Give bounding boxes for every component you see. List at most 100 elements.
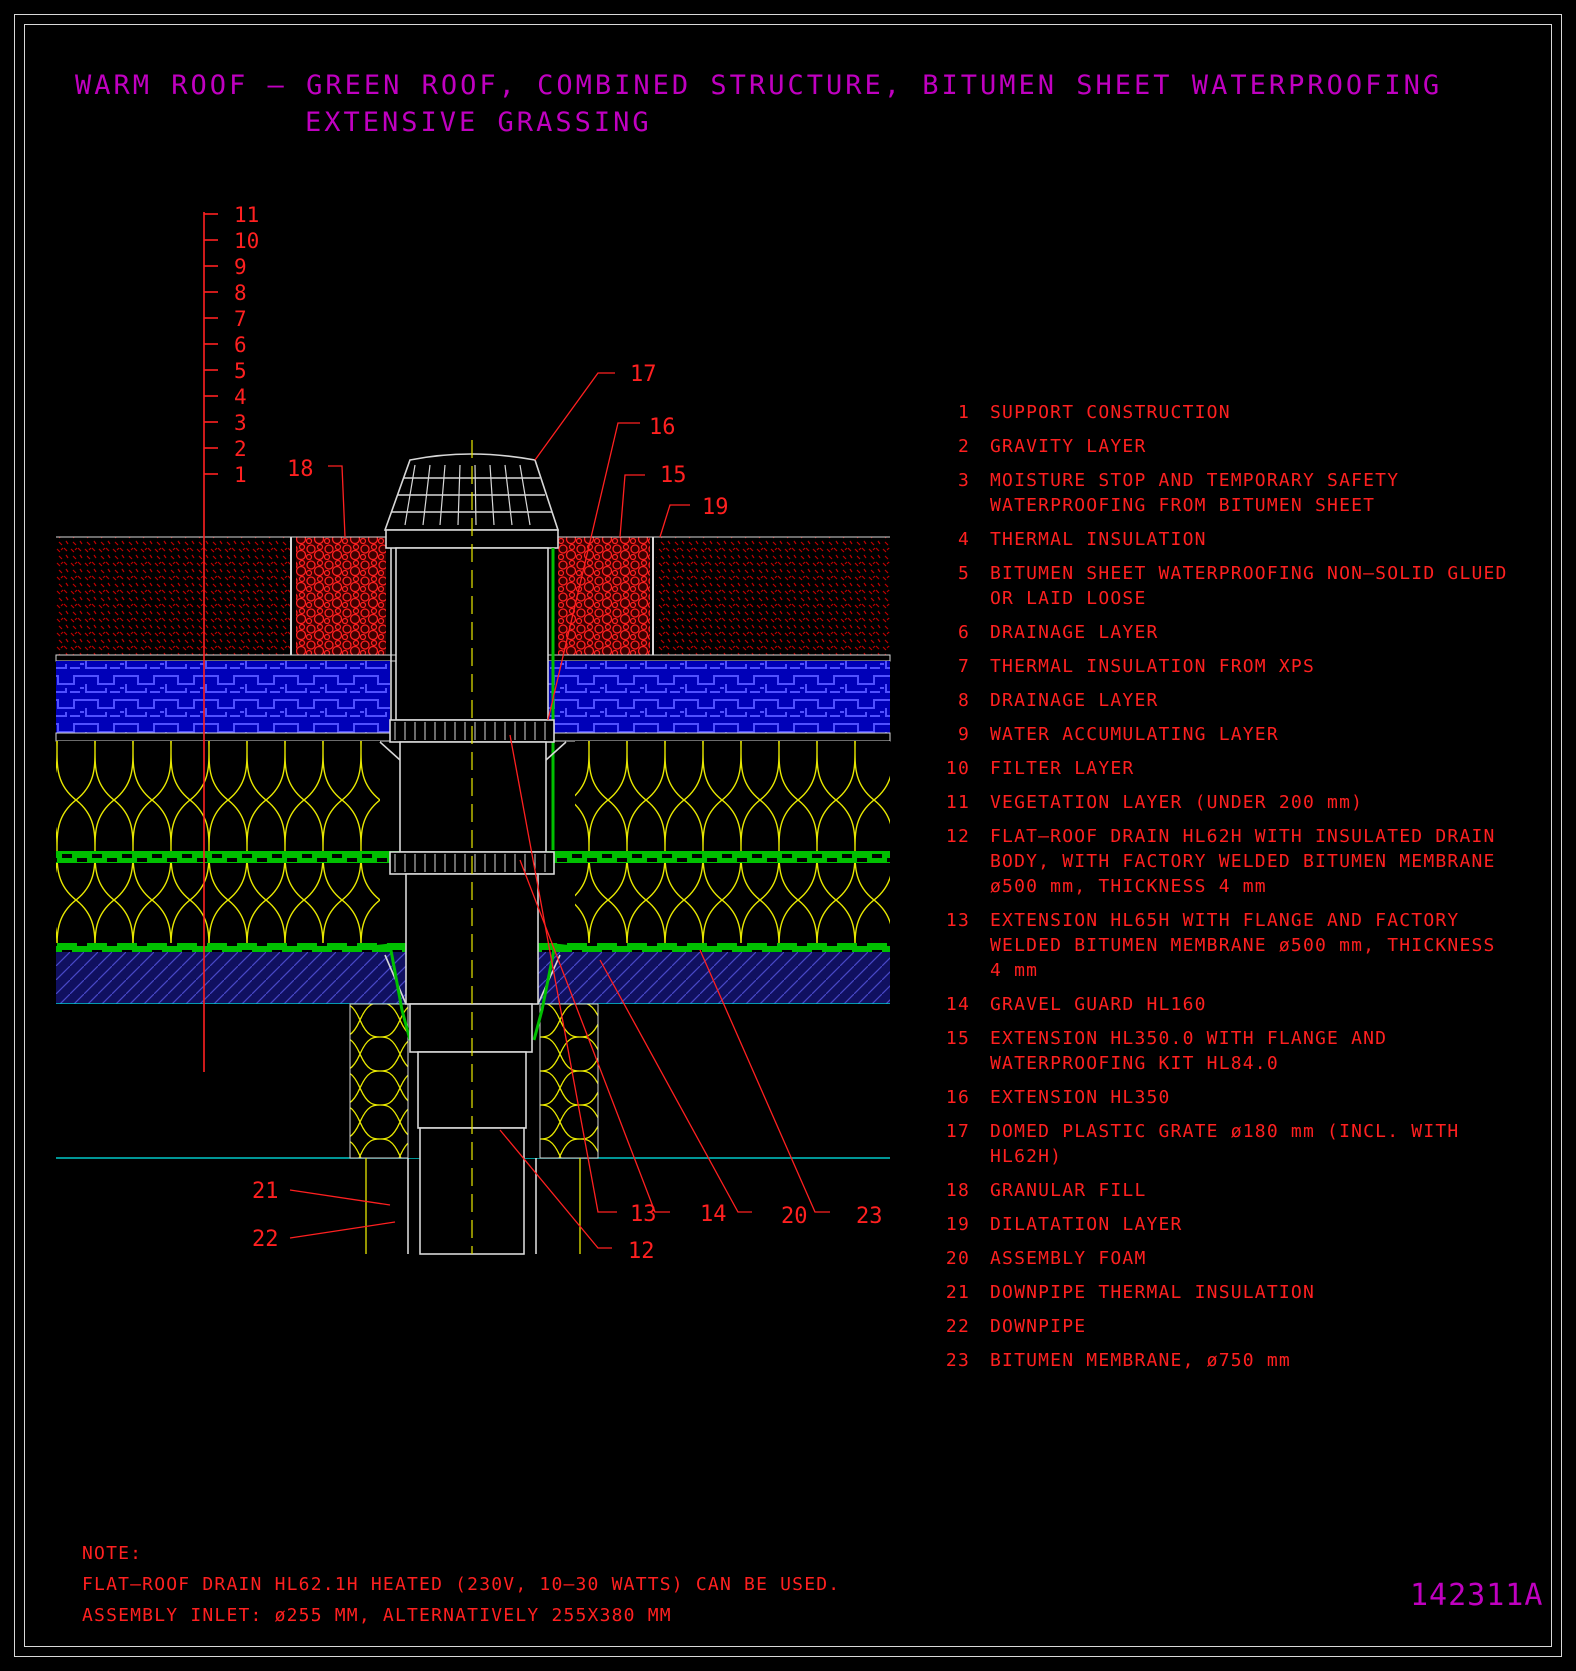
legend-item: 17 DOMED PLASTIC GRATE ø180 mm (INCL. WIT…: [920, 1119, 1510, 1169]
notes-label: NOTE:: [82, 1543, 143, 1564]
layer-scale-label: 5: [234, 359, 247, 383]
legend-item-text: DOMED PLASTIC GRATE ø180 mm (INCL. WITH …: [990, 1121, 1460, 1167]
legend-item: 10 FILTER LAYER: [920, 756, 1510, 781]
layer-scale-label: 1: [234, 463, 247, 487]
legend-item-number: 9: [957, 724, 970, 745]
legend-item-text: FILTER LAYER: [990, 758, 1135, 779]
legend-item-number: 15: [945, 1028, 970, 1049]
notes: NOTE: FLAT–ROOF DRAIN HL62.1H HEATED (23…: [82, 1538, 840, 1631]
legend-item-text: DILATATION LAYER: [990, 1214, 1183, 1235]
drawing-frame-outer: [14, 14, 1562, 1657]
legend-item-text: DRAINAGE LAYER: [990, 690, 1159, 711]
legend-item-number: 23: [945, 1350, 970, 1371]
legend-item-number: 14: [945, 994, 970, 1015]
legend-item-text: EXTENSION HL350.0 WITH FLANGE AND WATERP…: [990, 1028, 1388, 1074]
legend-item-number: 22: [945, 1316, 970, 1337]
callout-16: 16: [649, 415, 676, 440]
legend-item: 12 FLAT–ROOF DRAIN HL62H WITH INSULATED D…: [920, 824, 1510, 899]
legend-item-number: 20: [945, 1248, 970, 1269]
layer-scale-label: 10: [234, 229, 259, 253]
thermal-insulation-upper-right: [575, 741, 890, 851]
legend-item-number: 2: [957, 436, 970, 457]
legend-item-text: THERMAL INSULATION FROM XPS: [990, 656, 1315, 677]
legend-item: 23 BITUMEN MEMBRANE, ø750 mm: [920, 1348, 1510, 1373]
callout-15: 15: [660, 463, 687, 488]
legend-item-text: SUPPORT CONSTRUCTION: [990, 402, 1231, 423]
callout-22: 22: [252, 1227, 279, 1252]
callout-17: 17: [630, 362, 657, 387]
legend-item-text: DOWNPIPE: [990, 1316, 1087, 1337]
legend-item-number: 10: [945, 758, 970, 779]
legend-item: 22 DOWNPIPE: [920, 1314, 1510, 1339]
legend-item: 15 EXTENSION HL350.0 WITH FLANGE AND WATE…: [920, 1026, 1510, 1076]
layer-scale-label: 3: [234, 411, 247, 435]
drawing-code: 142311A: [1410, 1578, 1544, 1613]
legend-item: 16 EXTENSION HL350: [920, 1085, 1510, 1110]
layer-scale-label: 8: [234, 281, 247, 305]
legend-item: 14 GRAVEL GUARD HL160: [920, 992, 1510, 1017]
legend-item: 5 BITUMEN SHEET WATERPROOFING NON–SOLID G…: [920, 561, 1510, 611]
legend-item-text: EXTENSION HL65H WITH FLANGE AND FACTORY …: [990, 910, 1496, 981]
thermal-insulation-lower-right: [575, 863, 890, 943]
callout-14: 14: [700, 1202, 727, 1227]
drawing-title-line2: EXTENSIVE GRASSING: [305, 107, 652, 138]
legend-item-text: EXTENSION HL350: [990, 1087, 1171, 1108]
legend-item-number: 21: [945, 1282, 970, 1303]
legend-item-text: BITUMEN SHEET WATERPROOFING NON–SOLID GL…: [990, 563, 1508, 609]
legend-item-text: ASSEMBLY FOAM: [990, 1248, 1147, 1269]
legend-item: 20 ASSEMBLY FOAM: [920, 1246, 1510, 1271]
legend-item-text: DRAINAGE LAYER: [990, 622, 1159, 643]
thermal-insulation-lower-left: [56, 863, 380, 943]
legend-item-number: 5: [957, 563, 970, 584]
drawing-frame-inner: [24, 24, 1552, 1647]
legend-item: 2 GRAVITY LAYER: [920, 434, 1510, 459]
layer-scale-label: 4: [234, 385, 247, 409]
legend-item-text: DOWNPIPE THERMAL INSULATION: [990, 1282, 1315, 1303]
legend-item-number: 12: [945, 826, 970, 847]
callout-labels: 17 16 15 19 18 21 22 13 14 20 23 12: [252, 362, 883, 1264]
legend-item-text: VEGETATION LAYER (UNDER 200 mm): [990, 792, 1364, 813]
legend-item-text: GRAVITY LAYER: [990, 436, 1147, 457]
legend-item-number: 4: [957, 529, 970, 550]
notes-line2: ASSEMBLY INLET: ø255 MM, ALTERNATIVELY 2…: [82, 1605, 672, 1626]
legend-item: 1 SUPPORT CONSTRUCTION: [920, 400, 1510, 425]
layer-scale-label: 11: [234, 203, 259, 227]
legend-item-number: 16: [945, 1087, 970, 1108]
legend-item-number: 17: [945, 1121, 970, 1142]
legend-item-number: 11: [945, 792, 970, 813]
callout-23: 23: [856, 1204, 883, 1229]
legend-item-text: BITUMEN MEMBRANE, ø750 mm: [990, 1350, 1291, 1371]
layer-scale-label: 7: [234, 307, 247, 331]
xps-insulation-right: [548, 661, 890, 733]
legend-item: 6 DRAINAGE LAYER: [920, 620, 1510, 645]
callout-18: 18: [287, 457, 314, 482]
legend-item-text: WATER ACCUMULATING LAYER: [990, 724, 1279, 745]
legend-item-text: GRANULAR FILL: [990, 1180, 1147, 1201]
notes-line1: FLAT–ROOF DRAIN HL62.1H HEATED (230V, 10…: [82, 1574, 841, 1595]
legend-item: 11 VEGETATION LAYER (UNDER 200 mm): [920, 790, 1510, 815]
vegetation-layer-right: [656, 537, 890, 655]
legend-item-text: FLAT–ROOF DRAIN HL62H WITH INSULATED DRA…: [990, 826, 1496, 897]
roof-drain-assembly: [344, 440, 601, 1255]
legend-item: 7 THERMAL INSULATION FROM XPS: [920, 654, 1510, 679]
xps-insulation-left: [56, 661, 390, 733]
legend-item-text: GRAVEL GUARD HL160: [990, 994, 1207, 1015]
callout-leaders: [289, 372, 830, 1249]
legend-item: 19 DILATATION LAYER: [920, 1212, 1510, 1237]
layer-scale-label: 6: [234, 333, 247, 357]
callout-20: 20: [781, 1204, 808, 1229]
legend-item: 9 WATER ACCUMULATING LAYER: [920, 722, 1510, 747]
legend-item-number: 7: [957, 656, 970, 677]
legend-item-number: 18: [945, 1180, 970, 1201]
legend-item-number: 19: [945, 1214, 970, 1235]
layer-scale-label: 2: [234, 437, 247, 461]
legend-item: 18 GRANULAR FILL: [920, 1178, 1510, 1203]
legend-item-number: 8: [957, 690, 970, 711]
legend-item-number: 6: [957, 622, 970, 643]
vegetation-layer-left: [56, 537, 290, 655]
legend-item-number: 1: [957, 402, 970, 423]
